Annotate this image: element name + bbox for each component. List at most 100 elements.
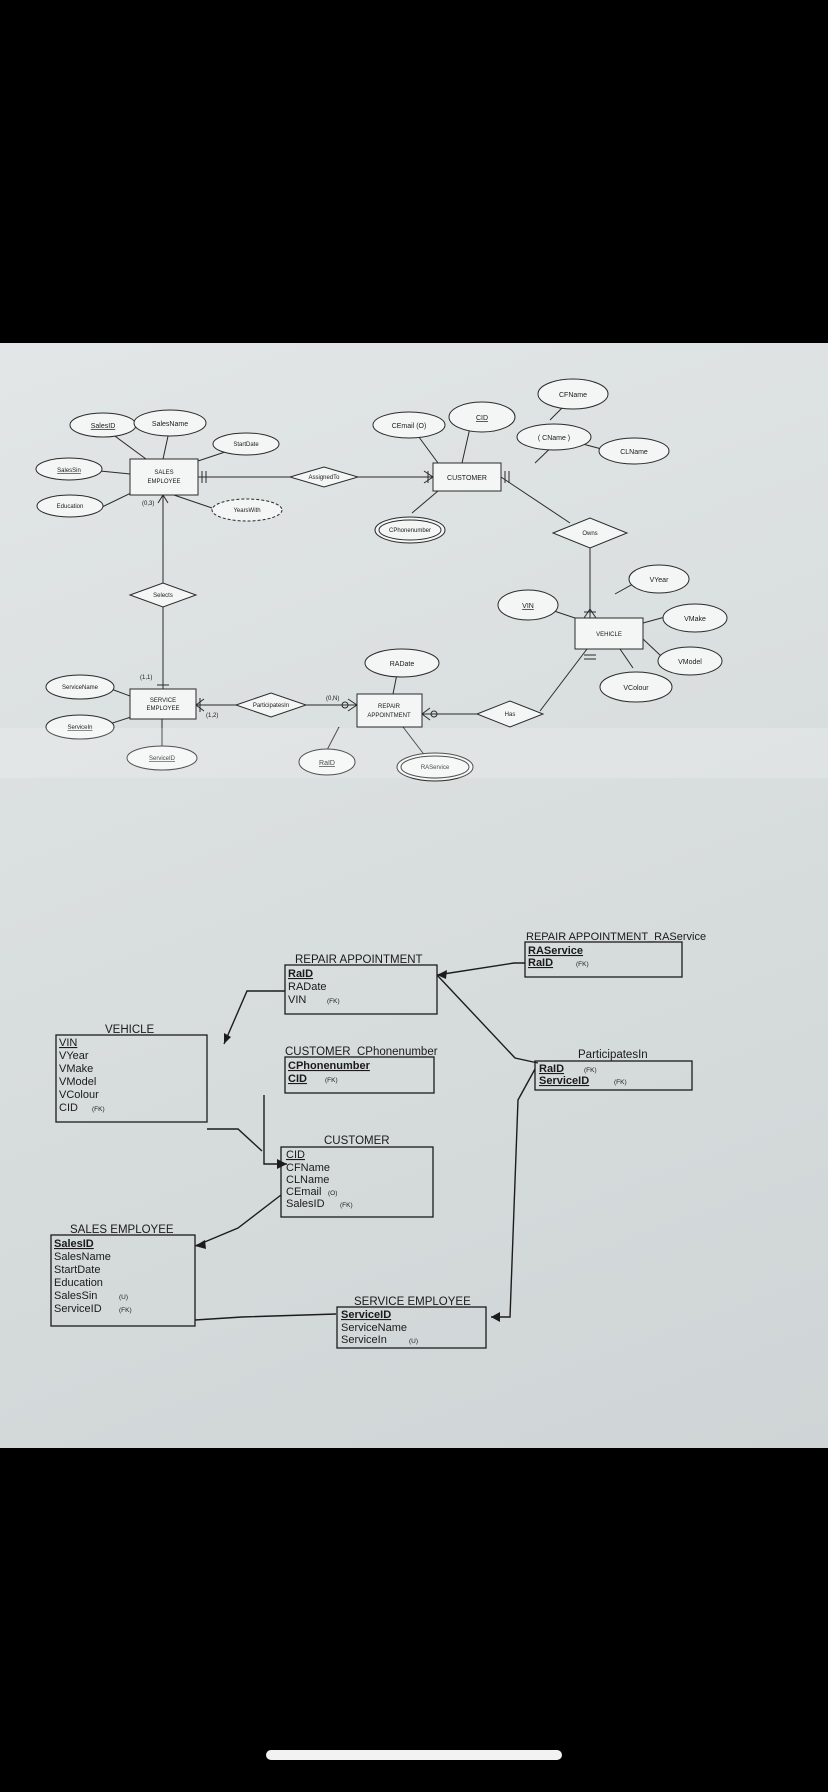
svg-text:AssignedTo: AssignedTo [308, 475, 340, 481]
svg-text:(0,N): (0,N) [326, 696, 339, 702]
svg-text:VEHICLE: VEHICLE [596, 632, 622, 638]
table-participates-in: ParticipatesIn RaID (FK) ServiceID (FK) [534, 1049, 693, 1091]
svg-text:(U): (U) [119, 1294, 128, 1301]
svg-text:Education: Education [57, 504, 84, 510]
svg-text:RADate: RADate [390, 661, 415, 668]
svg-text:VYear: VYear [650, 577, 669, 584]
svg-text:SalesSin: SalesSin [54, 1290, 97, 1302]
table-sales-employee: SALES EMPLOYEE SalesID SalesName StartDa… [50, 1224, 196, 1327]
svg-text:CUSTOMER: CUSTOMER [447, 475, 487, 482]
svg-text:VIN: VIN [59, 1037, 77, 1049]
svg-text:RaID: RaID [539, 1063, 564, 1075]
svg-text:Owns: Owns [582, 531, 597, 537]
entity-vehicle: VEHICLE [574, 617, 644, 650]
attr-service-id: ServiceID [126, 745, 198, 771]
svg-text:RAService: RAService [528, 945, 583, 957]
attr-vmake: VMake [662, 603, 728, 633]
rel-selects: Selects [128, 582, 198, 608]
svg-text:SALES: SALES [154, 470, 173, 476]
svg-text:RaID: RaID [319, 760, 335, 767]
attr-cname: ( CName ) [516, 423, 592, 451]
svg-text:EMPLOYEE: EMPLOYEE [146, 706, 179, 712]
svg-text:StartDate: StartDate [54, 1264, 100, 1276]
svg-text:SERVICE: SERVICE [150, 698, 176, 704]
svg-text:CUSTOMER_CPhonenumber: CUSTOMER_CPhonenumber [285, 1046, 438, 1058]
svg-text:REPAIR APPOINTMENT: REPAIR APPOINTMENT [295, 954, 423, 966]
attr-cemail: CEmail (O) [372, 411, 446, 439]
table-ra-service: REPAIR APPOINTMENT_RAService RAService R… [524, 931, 706, 978]
rel-has: Has [475, 700, 545, 728]
svg-text:YearsWith: YearsWith [233, 508, 260, 514]
svg-text:SalesID: SalesID [91, 423, 116, 430]
er-and-schema-diagram: SalesID SalesName StartDate SalesSin Edu… [0, 378, 828, 1349]
attr-raservice: RAService [396, 752, 474, 782]
table-repair-appointment: REPAIR APPOINTMENT RaID RADate VIN (FK) [284, 954, 438, 1015]
table-customer-cphonenumber: CUSTOMER_CPhonenumber CPhonenumber CID (… [284, 1046, 438, 1094]
attr-vmodel: VModel [657, 646, 723, 676]
svg-text:CPhonenumber: CPhonenumber [389, 528, 431, 534]
svg-text:ServiceID: ServiceID [539, 1075, 589, 1087]
attr-sales-sin: SalesSin [35, 457, 103, 481]
svg-text:REPAIR APPOINTMENT_RAService: REPAIR APPOINTMENT_RAService [526, 931, 706, 943]
svg-text:RaID: RaID [288, 968, 313, 980]
svg-text:ParticipatesIn: ParticipatesIn [578, 1049, 648, 1061]
table-customer: CUSTOMER CID CFName CLName CEmail (O) Sa… [280, 1135, 434, 1218]
rel-owns: Owns [551, 517, 629, 549]
svg-text:CID: CID [59, 1102, 78, 1114]
svg-text:APPOINTMENT: APPOINTMENT [367, 713, 411, 719]
svg-text:VMake: VMake [59, 1063, 93, 1075]
svg-text:CEmail (O): CEmail (O) [392, 423, 427, 430]
svg-text:VModel: VModel [59, 1076, 96, 1088]
svg-text:CID: CID [286, 1149, 305, 1161]
svg-text:SalesSin: SalesSin [57, 468, 81, 474]
rel-assigned-to: AssignedTo [288, 466, 360, 488]
svg-text:REPAIR: REPAIR [378, 704, 401, 710]
attr-education: Education [36, 494, 104, 518]
rel-participates-in: ParticipatesIn [234, 692, 308, 718]
svg-text:ParticipatesIn: ParticipatesIn [253, 703, 289, 709]
svg-text:ServiceIn: ServiceIn [67, 725, 92, 731]
entity-customer: CUSTOMER [432, 462, 502, 492]
er-relationships: AssignedTo Owns Selects ParticipatesIn H… [128, 466, 629, 728]
svg-text:(U): (U) [409, 1338, 418, 1345]
home-indicator[interactable] [266, 1750, 562, 1760]
attr-cid: CID [448, 401, 516, 433]
entity-sales-employee: SALES EMPLOYEE [129, 458, 199, 496]
svg-text:SalesID: SalesID [286, 1198, 325, 1210]
svg-text:CFName: CFName [559, 392, 587, 399]
svg-text:ServiceName: ServiceName [341, 1322, 407, 1334]
svg-text:(1,1): (1,1) [140, 675, 152, 681]
svg-text:RaID: RaID [528, 957, 553, 969]
svg-text:(FK): (FK) [119, 1307, 132, 1314]
attr-radate: RADate [364, 648, 440, 678]
svg-text:(FK): (FK) [576, 961, 589, 968]
svg-text:VYear: VYear [59, 1050, 89, 1062]
svg-text:SalesName: SalesName [54, 1251, 111, 1263]
svg-text:Education: Education [54, 1277, 103, 1289]
svg-text:VModel: VModel [678, 659, 702, 666]
svg-text:(FK): (FK) [327, 998, 340, 1005]
svg-text:SALES EMPLOYEE: SALES EMPLOYEE [70, 1224, 174, 1236]
svg-text:VIN: VIN [288, 994, 306, 1006]
diagram-photo: SalesID SalesName StartDate SalesSin Edu… [0, 343, 828, 1448]
svg-text:RAService: RAService [421, 765, 450, 771]
attr-vcolour: VColour [599, 671, 673, 703]
svg-text:Has: Has [505, 712, 516, 718]
attr-service-in: ServiceIn [45, 714, 115, 740]
svg-text:ServiceID: ServiceID [54, 1303, 102, 1315]
table-vehicle: VEHICLE VIN VYear VMake VModel VColour C… [55, 1024, 208, 1123]
svg-text:VEHICLE: VEHICLE [105, 1024, 155, 1036]
attr-cfname: CFName [537, 378, 609, 410]
entity-repair-appointment: REPAIR APPOINTMENT [356, 693, 423, 728]
svg-text:SalesName: SalesName [152, 421, 188, 428]
svg-text:(FK): (FK) [340, 1202, 353, 1209]
attr-raid: RaID [298, 748, 356, 776]
svg-text:( CName ): ( CName ) [538, 435, 570, 442]
svg-text:RADate: RADate [288, 981, 327, 993]
entity-service-employee: SERVICE EMPLOYEE [129, 688, 197, 720]
svg-text:(FK): (FK) [325, 1077, 338, 1084]
svg-text:CID: CID [476, 415, 488, 422]
svg-text:(FK): (FK) [584, 1067, 597, 1074]
attr-years-with: YearsWith [211, 498, 283, 522]
svg-text:ServiceID: ServiceID [341, 1309, 391, 1321]
